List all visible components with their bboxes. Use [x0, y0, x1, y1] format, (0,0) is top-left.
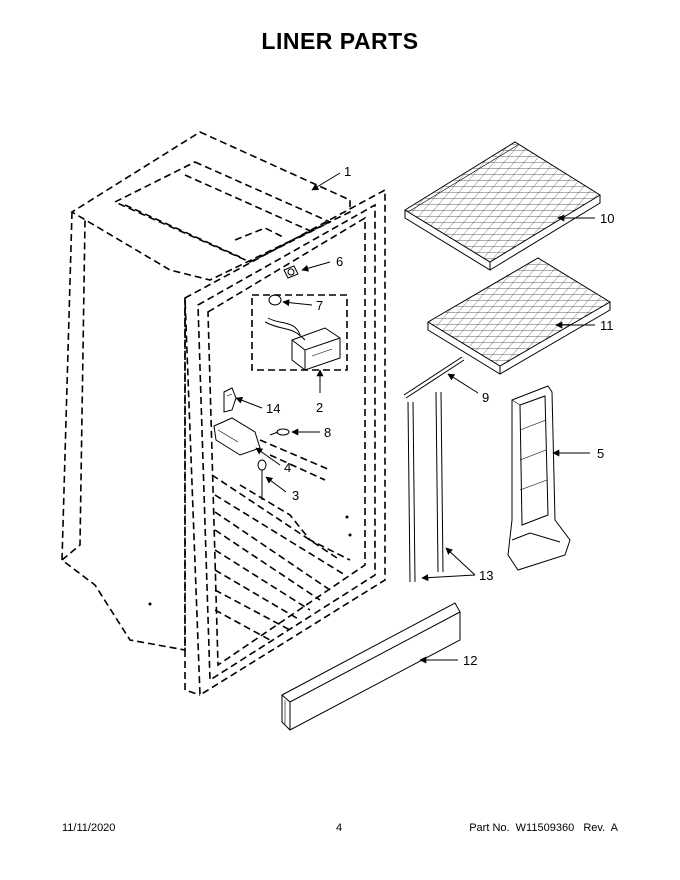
- footer-page-number: 4: [336, 822, 343, 834]
- part-8-bulb: [269, 428, 290, 436]
- callout-5: 5: [597, 446, 604, 461]
- callout-12: 12: [463, 653, 477, 668]
- part-9-trim: [403, 356, 465, 399]
- footer-part-number: Part No. W11509360 Rev. A: [469, 822, 618, 834]
- callout-7: 7: [316, 298, 323, 313]
- callout-13: 13: [479, 568, 493, 583]
- part-12-kickplate: [281, 602, 461, 731]
- callout-9: 9: [482, 390, 489, 405]
- callout-1: 1: [344, 164, 351, 179]
- callout-10: 10: [600, 211, 614, 226]
- part-10-shelf: [404, 141, 601, 271]
- liner-cabinet: [61, 131, 386, 697]
- callout-11: 11: [600, 318, 614, 333]
- part-11-shelf: [427, 257, 611, 375]
- page-title: LINER PARTS: [261, 28, 419, 54]
- part-6-component: [283, 265, 299, 279]
- footer-date: 11/11/2020: [62, 822, 116, 834]
- callout-4: 4: [284, 460, 291, 475]
- callout-14: 14: [266, 401, 280, 416]
- part-2-control-box: [291, 327, 341, 371]
- part-3-probe: [257, 459, 267, 500]
- part-13-trim-strips: [407, 391, 444, 583]
- part-14-bracket: [223, 387, 237, 413]
- part-5-door-frame: [507, 385, 571, 571]
- callout-8: 8: [324, 425, 331, 440]
- callout-2: 2: [316, 400, 323, 415]
- control-group-box: [251, 294, 348, 371]
- part-4-housing: [213, 417, 261, 456]
- callout-6: 6: [336, 254, 343, 269]
- callout-leaders: [235, 172, 595, 664]
- callout-3: 3: [292, 488, 299, 503]
